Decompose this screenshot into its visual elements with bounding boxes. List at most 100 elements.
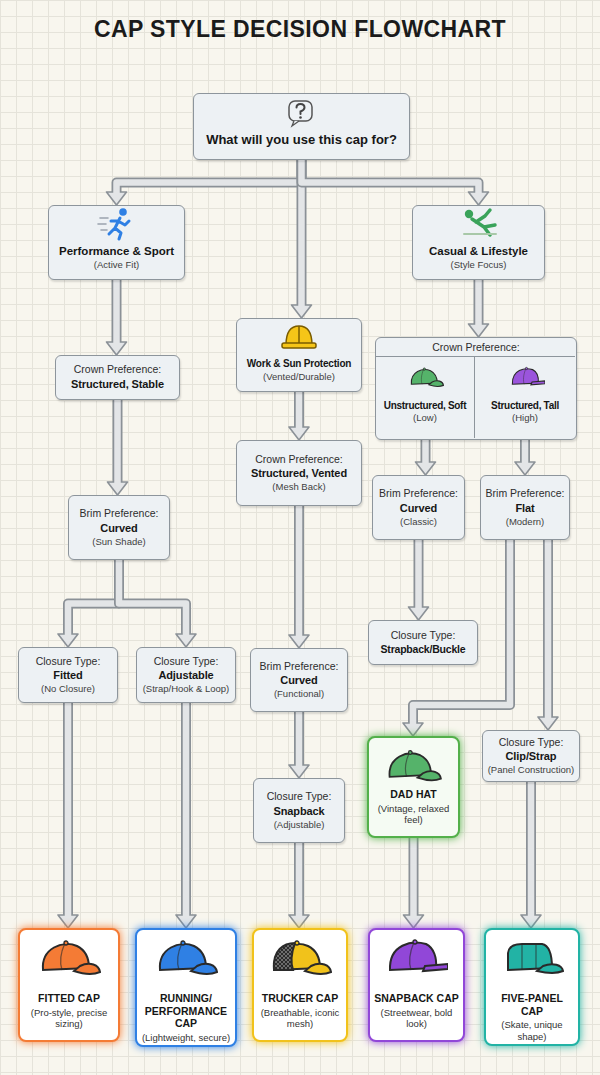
arrow-fill xyxy=(413,540,510,726)
flow-arrow xyxy=(403,540,510,736)
cap-icon xyxy=(274,941,331,974)
node-text: Clip/Strap xyxy=(506,749,557,764)
node-text: (Panel Construction) xyxy=(488,764,575,776)
node-text: (Strap/Hook & Loop) xyxy=(143,683,230,695)
arrow-fill xyxy=(410,838,417,918)
cap-icon xyxy=(43,941,100,974)
node-text: TRUCKER CAP xyxy=(262,992,338,1005)
arrow-fill xyxy=(114,400,121,485)
node-text: (Modern) xyxy=(506,516,545,528)
arrow-fill xyxy=(117,160,302,195)
arrow-outline xyxy=(119,560,186,635)
arrow-fill xyxy=(296,506,303,638)
node-text: Closure Type: xyxy=(499,736,564,750)
flow-arrow xyxy=(176,703,196,928)
chart-title: CAP STYLE DECISION FLOWCHART xyxy=(0,16,600,43)
flow-arrow xyxy=(289,392,309,440)
node-text: Casual & Lifestyle xyxy=(429,244,528,260)
preference-box: Crown Preference:Structured, Stable xyxy=(55,355,180,400)
hard-hat-icon xyxy=(282,326,316,348)
preference-group: Crown Preference:Unstructured, Soft(Low)… xyxy=(375,337,577,440)
person-body xyxy=(472,210,495,235)
result-card: FIVE-PANEL CAP(Skate, unique shape) xyxy=(484,928,580,1046)
lounge-line xyxy=(464,233,496,235)
node-text: Performance & Sport xyxy=(59,244,174,260)
arrow-fill xyxy=(528,782,535,918)
flow-arrow xyxy=(404,838,424,928)
flow-arrow xyxy=(289,506,309,648)
flow-arrow xyxy=(58,560,119,647)
category-box: Work & Sun Protection(Vented/Durable) xyxy=(236,318,362,392)
node-text: (High) xyxy=(512,412,538,424)
result-card: TRUCKER CAP(Breathable, iconic mesh) xyxy=(252,928,348,1042)
arrow-outline xyxy=(413,540,510,724)
relax-icon xyxy=(464,210,496,235)
result-card: RUNNING/ PERFORMANCE CAP (Lightweight, se… xyxy=(135,928,237,1047)
flow-arrow xyxy=(108,400,128,495)
flow-arrow xyxy=(289,712,309,778)
arrow-fill xyxy=(183,703,190,918)
flow-arrow xyxy=(409,540,429,620)
bubble-tail xyxy=(292,121,299,126)
person-head xyxy=(465,210,473,218)
preference-box: Brim Preference:Curved(Sun Shade) xyxy=(68,495,170,560)
node-text: Flat xyxy=(515,501,534,516)
arrow-fill xyxy=(119,560,186,637)
category-box: Casual & Lifestyle(Style Focus) xyxy=(412,205,545,280)
node-text: (Sun Shade) xyxy=(92,536,145,548)
arrow-fill xyxy=(475,280,482,327)
node-text: (Low) xyxy=(413,412,437,424)
node-text: RUNNING/ PERFORMANCE CAP xyxy=(140,992,232,1030)
arrow-fill xyxy=(68,560,119,637)
node-text: (Vented/Durable) xyxy=(263,371,335,383)
node-text: Snapback xyxy=(273,804,324,819)
node-text: Work & Sun Protection xyxy=(247,357,352,371)
flow-arrow xyxy=(107,280,127,355)
flow-arrow xyxy=(521,782,541,928)
flow-arrow xyxy=(107,160,302,205)
arrow-fill xyxy=(302,160,479,195)
node-text: Closure Type: xyxy=(154,655,219,669)
node-text: What will you use this cap for? xyxy=(206,132,397,149)
option-cell: Unstructured, Soft(Low) xyxy=(376,356,475,438)
closure-box: Closure Type:Strapback/Buckle xyxy=(368,620,478,665)
cap-icon xyxy=(390,940,448,971)
node-text: (Streetwear, bold look) xyxy=(373,1007,460,1030)
node-text: Unstructured, Soft xyxy=(384,399,466,412)
hat-brim xyxy=(282,343,316,348)
node-text: (No Closure) xyxy=(41,683,95,695)
flow-arrow xyxy=(515,438,535,475)
preference-box: Brim Preference:Flat(Modern) xyxy=(480,475,570,540)
question-icon xyxy=(289,101,312,126)
hat-ridge xyxy=(298,326,300,345)
arrow-fill xyxy=(545,540,552,720)
node-text: Adjustable xyxy=(158,668,213,683)
node-text: (Lightweight, secure) xyxy=(142,1032,230,1043)
node-text: (Active Fit) xyxy=(94,259,139,271)
node-text: Structured, Stable xyxy=(71,377,164,392)
preference-box: Brim Preference:Curved(Functional) xyxy=(250,648,348,712)
runner-body xyxy=(109,218,129,239)
node-text: Crown Preference: xyxy=(255,453,343,467)
node-text: Brim Preference: xyxy=(486,487,565,501)
node-text: (Functional) xyxy=(274,688,324,700)
flow-arrow xyxy=(538,540,558,730)
arrow-fill xyxy=(296,712,303,768)
flow-arrow xyxy=(469,280,489,337)
closure-box: Closure Type:Fitted(No Closure) xyxy=(18,647,118,703)
node-text: (Style Focus) xyxy=(451,259,507,271)
arrow-outline xyxy=(302,160,479,193)
hat-dome xyxy=(286,326,312,345)
speech-bubble xyxy=(289,101,312,121)
node-text: DAD HAT xyxy=(390,788,436,801)
flow-arrow xyxy=(58,703,78,928)
node-text: Structured, Tall xyxy=(491,399,559,412)
arrow-fill xyxy=(296,392,303,430)
preference-box: Crown Preference:Structured, Vented(Mesh… xyxy=(236,440,362,506)
node-text: Closure Type: xyxy=(391,629,456,643)
runner-head xyxy=(119,208,127,216)
node-text: Curved xyxy=(280,673,317,688)
node-text: (Skate, unique shape) xyxy=(489,1019,575,1042)
cap-icon xyxy=(389,751,440,781)
result-card: SNAPBACK CAP(Streetwear, bold look) xyxy=(368,928,465,1042)
